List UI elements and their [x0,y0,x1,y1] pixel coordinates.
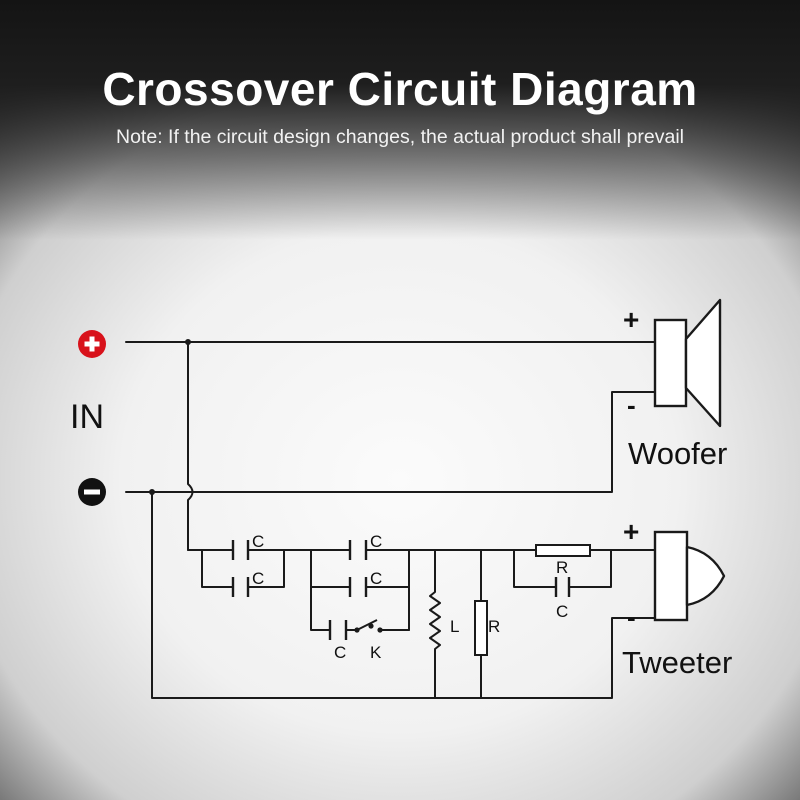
wire-positive-drop [187,341,194,551]
junction-dots [149,339,191,495]
inductor-l-label: L [450,617,459,636]
capacitor-c5-label: C [334,643,346,662]
series-capacitor-label: C [556,602,568,621]
switch-k-label: K [370,643,382,662]
tweeter-minus-label: - [627,602,636,632]
woofer-minus-label: - [627,390,636,420]
resistor-r-label: R [488,617,500,636]
page-note: Note: If the circuit design changes, the… [116,126,684,148]
capacitor-c3-label: C [370,532,382,551]
header-shade [0,0,800,240]
resistor-series [535,544,591,557]
tweeter-speaker-icon [653,530,726,622]
wire-woofer-negative [151,391,656,493]
resistor-shunt [474,600,488,656]
woofer-speaker-icon [653,298,722,428]
tweeter-plus-label: + [623,516,639,547]
capacitor-c1-label: C [252,532,264,551]
capacitor-c4-label: C [370,569,382,588]
woofer-plus-label: + [623,304,639,335]
tweeter-label: Tweeter [622,645,732,680]
series-resistor-label: R [556,558,568,577]
inductor-l [429,549,441,699]
wire-tweeter-negative [151,491,656,699]
woofer-label: Woofer [628,436,727,471]
capacitor-c2-label: C [252,569,264,588]
capacitor-plates [231,540,571,640]
input-label: IN [70,398,104,436]
positive-input-terminal [78,330,106,358]
switch-k [354,619,383,633]
page-title: Crossover Circuit Diagram [102,63,698,115]
negative-input-terminal [78,478,106,506]
